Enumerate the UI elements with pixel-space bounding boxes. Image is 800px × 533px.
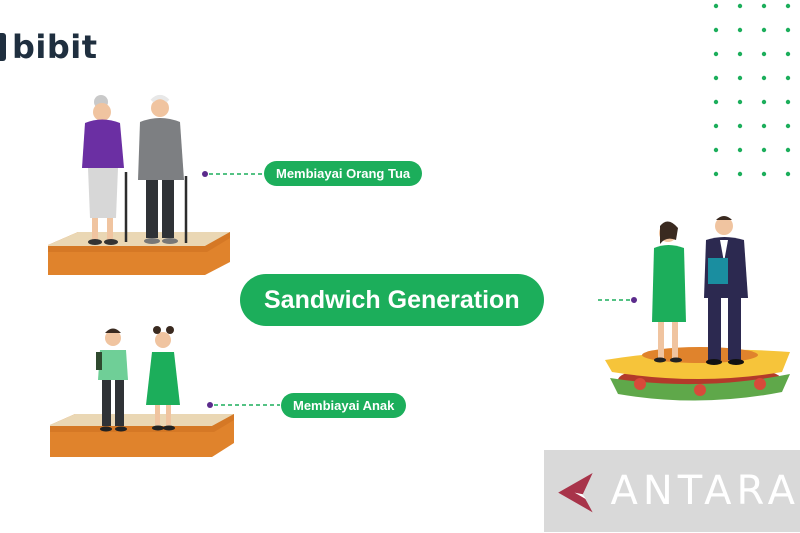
connector-center	[598, 297, 637, 303]
label-sandwich-generation: Sandwich Generation	[240, 274, 544, 326]
bread-slice-parents	[48, 232, 230, 275]
antara-watermark: ANTARA	[544, 450, 800, 532]
grandfather-figure	[138, 95, 188, 244]
label-parents: Membiayai Orang Tua	[264, 161, 423, 186]
grandmother-figure	[82, 95, 128, 245]
man-figure	[704, 216, 748, 365]
bread-slice-children	[50, 414, 234, 457]
bibit-logo: bibit	[0, 28, 98, 66]
label-children: Membiayai Anak	[281, 393, 407, 418]
woman-figure	[652, 221, 686, 363]
connector-children	[207, 402, 280, 408]
dot-grid-decoration	[713, 3, 791, 177]
antara-wordmark: ANTARA	[610, 468, 800, 514]
connector-parents	[202, 171, 262, 177]
boy-figure	[96, 328, 128, 432]
girl-figure	[146, 326, 180, 431]
antara-logo-icon	[558, 472, 593, 513]
sandwich-platform	[605, 347, 790, 401]
logo-text: bibit	[12, 28, 98, 66]
logo-mark	[0, 33, 6, 61]
